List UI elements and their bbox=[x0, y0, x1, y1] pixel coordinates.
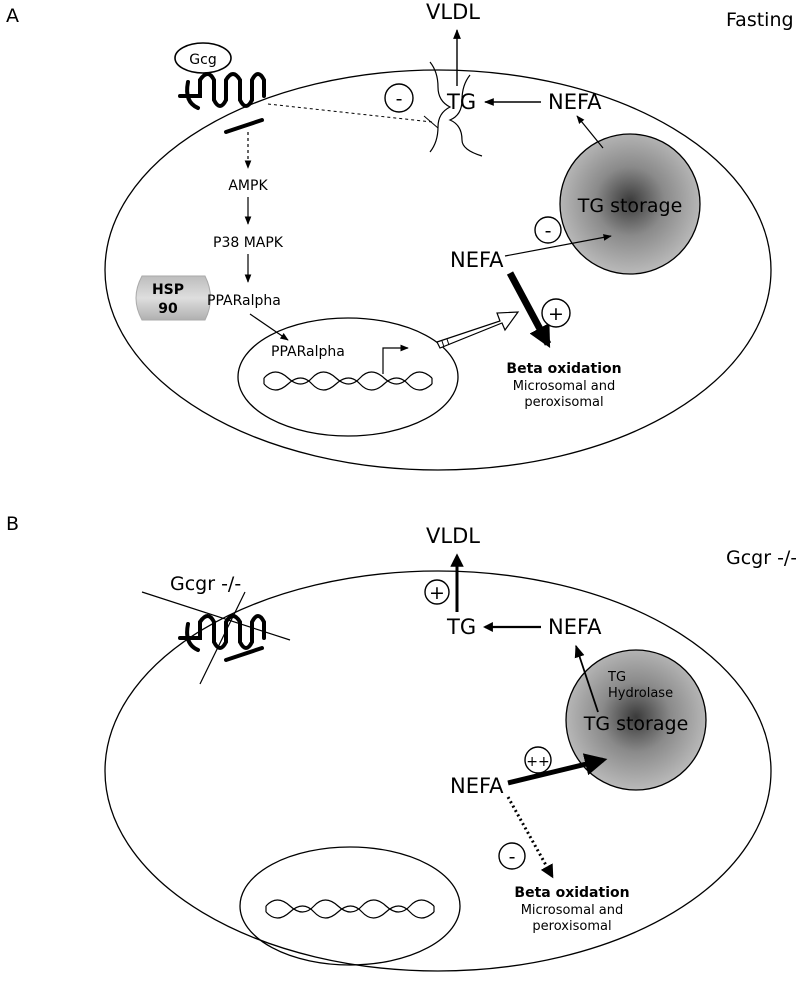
panel-b-label: B bbox=[6, 513, 19, 535]
nefa-to-storage-arrow bbox=[504, 234, 612, 257]
tg-a-label: TG bbox=[446, 90, 476, 114]
beta-oxidation-b-sub1: Microsomal and bbox=[521, 903, 624, 918]
gene-expression-arrow bbox=[436, 311, 520, 349]
beta-oxidation-a-sub1: Microsomal and bbox=[513, 379, 616, 394]
storage-to-nefa-b-arrow bbox=[574, 644, 599, 713]
cell-a bbox=[104, 69, 772, 471]
nefa-to-beta-oxidation-arrow bbox=[506, 271, 552, 348]
tg-storage-a-label: TG storage bbox=[577, 195, 683, 217]
transcription-start-arrow bbox=[382, 344, 409, 374]
panel-a: A Fasting Gcg AMPK P38 MAPK HSP 90 PPARa… bbox=[6, 0, 794, 471]
tg-inhibition-tick bbox=[423, 115, 439, 129]
nefa-b-mid-label: NEFA bbox=[450, 774, 504, 798]
inhibition-sign-tg bbox=[384, 83, 414, 113]
panel-b: B Gcgr -/- Gcgr -/- VLDL + TG NEFA TG Hy… bbox=[6, 513, 796, 972]
nefa-to-beta-oxidation-b-arrow bbox=[506, 796, 554, 879]
beta-oxidation-b-title: Beta oxidation bbox=[514, 885, 629, 901]
ppar-translocation-arrow bbox=[249, 313, 289, 341]
ppar-nucleus-label: PPARalpha bbox=[271, 344, 345, 360]
vldl-b-label: VLDL bbox=[426, 524, 480, 548]
gcgr-ko-label: Gcgr -/- bbox=[170, 573, 241, 595]
knockout-cross-line2 bbox=[199, 591, 246, 685]
cell-b bbox=[104, 570, 772, 972]
nefa-a-mid-label: NEFA bbox=[450, 248, 504, 272]
inhibition-sign-storage bbox=[534, 216, 562, 244]
inhibition-sign-beta-text: - bbox=[509, 846, 516, 868]
inhibition-sign-storage-text: - bbox=[545, 220, 552, 242]
gcg-ligand bbox=[174, 42, 232, 74]
tg-storage-b-label: TG storage bbox=[583, 713, 689, 735]
inhibition-sign-beta bbox=[498, 842, 526, 870]
storage-to-nefa-arrow bbox=[576, 115, 604, 149]
activation-sign-beta bbox=[541, 298, 571, 328]
nucleus-a bbox=[237, 317, 459, 437]
gcg-label: Gcg bbox=[189, 52, 216, 68]
dna-b-icon bbox=[265, 899, 435, 919]
hsp90-label-line2: 90 bbox=[158, 301, 178, 317]
panel-a-label: A bbox=[6, 5, 19, 27]
tg-hydrolase-label-line1: TG bbox=[607, 670, 626, 685]
tg-bracket-right bbox=[448, 74, 483, 157]
hsp90-shape bbox=[135, 275, 211, 321]
beta-oxidation-a-sub2: peroxisomal bbox=[524, 395, 603, 410]
activation-sign-vldl bbox=[424, 579, 450, 605]
activation-sign-storage bbox=[524, 746, 552, 774]
panel-b-condition: Gcgr -/- bbox=[726, 547, 796, 569]
inhibition-sign-tg-text: - bbox=[396, 88, 403, 110]
ppar-cytoplasm-label: PPARalpha bbox=[207, 293, 281, 309]
ampk-label: AMPK bbox=[228, 178, 268, 194]
activation-sign-beta-text: + bbox=[548, 303, 564, 325]
nefa-b-top-label: NEFA bbox=[548, 615, 602, 639]
nucleus-b bbox=[239, 846, 461, 966]
beta-oxidation-b-sub2: peroxisomal bbox=[532, 919, 611, 934]
hsp90-label-line1: HSP bbox=[152, 282, 184, 298]
tg-hydrolase-label-line2: Hydrolase bbox=[608, 686, 673, 701]
nefa-a-top-label: NEFA bbox=[548, 90, 602, 114]
p38-mapk-label: P38 MAPK bbox=[213, 235, 284, 251]
vldl-a-label: VLDL bbox=[426, 0, 480, 24]
receptor-a-icon bbox=[178, 72, 266, 134]
activation-sign-vldl-text: + bbox=[429, 582, 445, 604]
tg-b-label: TG bbox=[446, 615, 476, 639]
panel-a-condition: Fasting bbox=[726, 9, 794, 31]
nefa-to-storage-b-arrow bbox=[507, 753, 608, 786]
receptor-b-icon bbox=[178, 614, 266, 662]
activation-sign-storage-text: ++ bbox=[526, 754, 549, 770]
tg-bracket bbox=[429, 61, 452, 153]
knockout-cross-line1 bbox=[141, 591, 291, 641]
dna-a-icon bbox=[263, 371, 433, 391]
beta-oxidation-a-title: Beta oxidation bbox=[506, 361, 621, 377]
